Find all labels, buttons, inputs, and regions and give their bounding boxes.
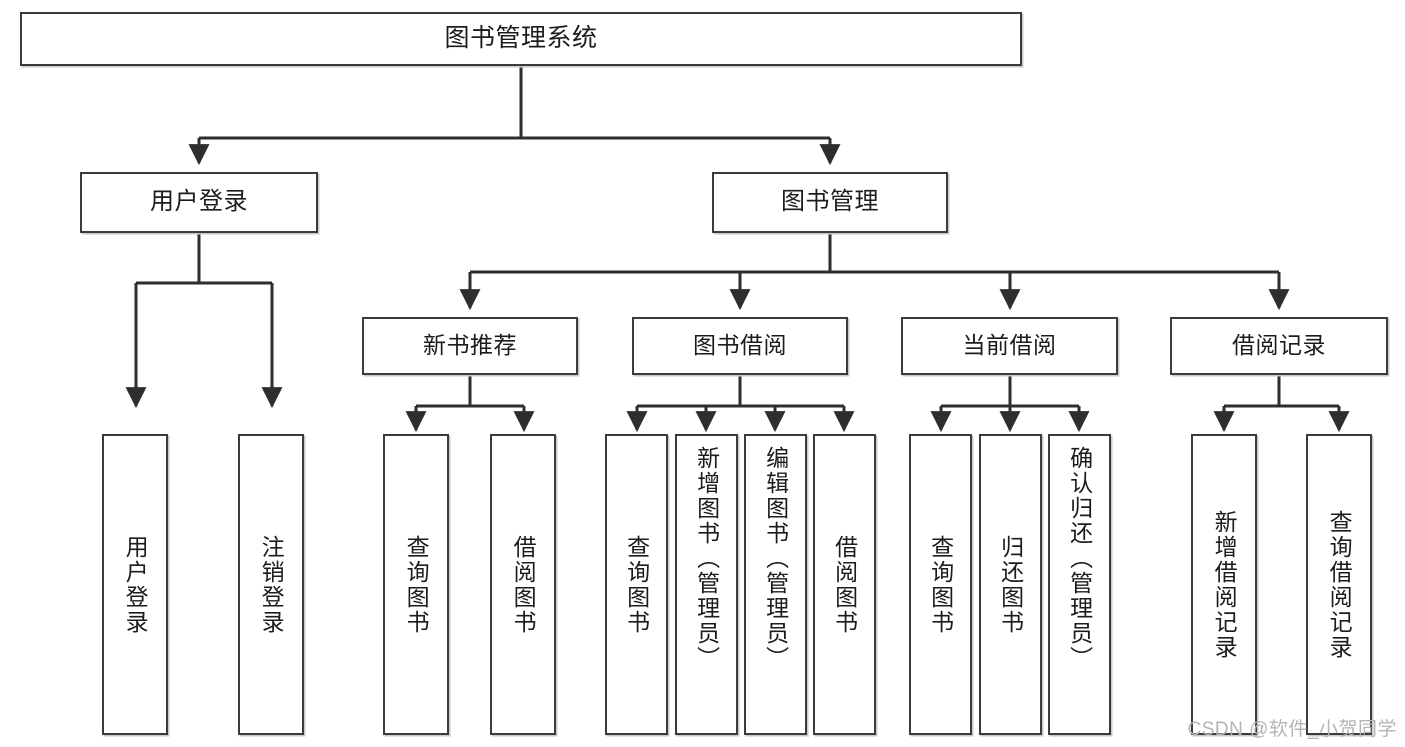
leaf-book-borrow-borrow[interactable]: 借阅图书 [813,434,876,735]
node-root-system[interactable]: 图书管理系统 [20,12,1022,66]
csdn-watermark: CSDN @软件_小贺同学 [1187,719,1397,740]
node-label: 借阅图书 [510,534,537,635]
leaf-current-borrow-return[interactable]: 归还图书 [979,434,1042,735]
leaf-user-login-login[interactable]: 用户登录 [102,434,168,735]
leaf-user-login-logout[interactable]: 注销登录 [238,434,304,735]
node-label: 确认归还（管理员） [1066,446,1093,671]
leaf-book-borrow-query[interactable]: 查询图书 [605,434,668,735]
node-label: 查询图书 [623,534,650,635]
node-label: 图书管理系统 [444,24,598,53]
node-label: 查询借阅记录 [1326,509,1353,660]
node-label: 借阅图书 [831,534,858,635]
node-label: 图书借阅 [693,332,787,359]
node-new-book-recommend[interactable]: 新书推荐 [362,317,578,375]
leaf-book-borrow-add[interactable]: 新增图书（管理员） [675,434,738,735]
leaf-new-book-borrow[interactable]: 借阅图书 [490,434,556,735]
leaf-new-book-query[interactable]: 查询图书 [383,434,449,735]
node-label: 查询图书 [403,534,430,635]
node-label: 当前借阅 [962,332,1057,359]
node-label: 用户登录 [122,534,149,635]
leaf-current-borrow-query[interactable]: 查询图书 [909,434,972,735]
node-label: 新增借阅记录 [1211,509,1238,660]
node-label: 新增图书（管理员） [693,446,720,671]
node-label: 注销登录 [258,534,285,635]
node-borrow-record[interactable]: 借阅记录 [1170,317,1388,375]
node-book-management[interactable]: 图书管理 [712,172,948,233]
node-current-borrow[interactable]: 当前借阅 [901,317,1118,375]
node-label: 编辑图书（管理员） [762,446,789,671]
node-user-login[interactable]: 用户登录 [80,172,318,233]
node-label: 图书管理 [781,188,879,216]
node-label: 新书推荐 [423,332,517,359]
leaf-borrow-record-query[interactable]: 查询借阅记录 [1306,434,1372,735]
node-label: 用户登录 [150,188,248,216]
node-label: 查询图书 [927,534,954,635]
leaf-current-borrow-confirm-return[interactable]: 确认归还（管理员） [1048,434,1111,735]
leaf-borrow-record-add[interactable]: 新增借阅记录 [1191,434,1257,735]
node-book-borrow[interactable]: 图书借阅 [632,317,848,375]
node-label: 归还图书 [997,534,1024,635]
leaf-book-borrow-edit[interactable]: 编辑图书（管理员） [744,434,807,735]
node-label: 借阅记录 [1232,332,1326,359]
